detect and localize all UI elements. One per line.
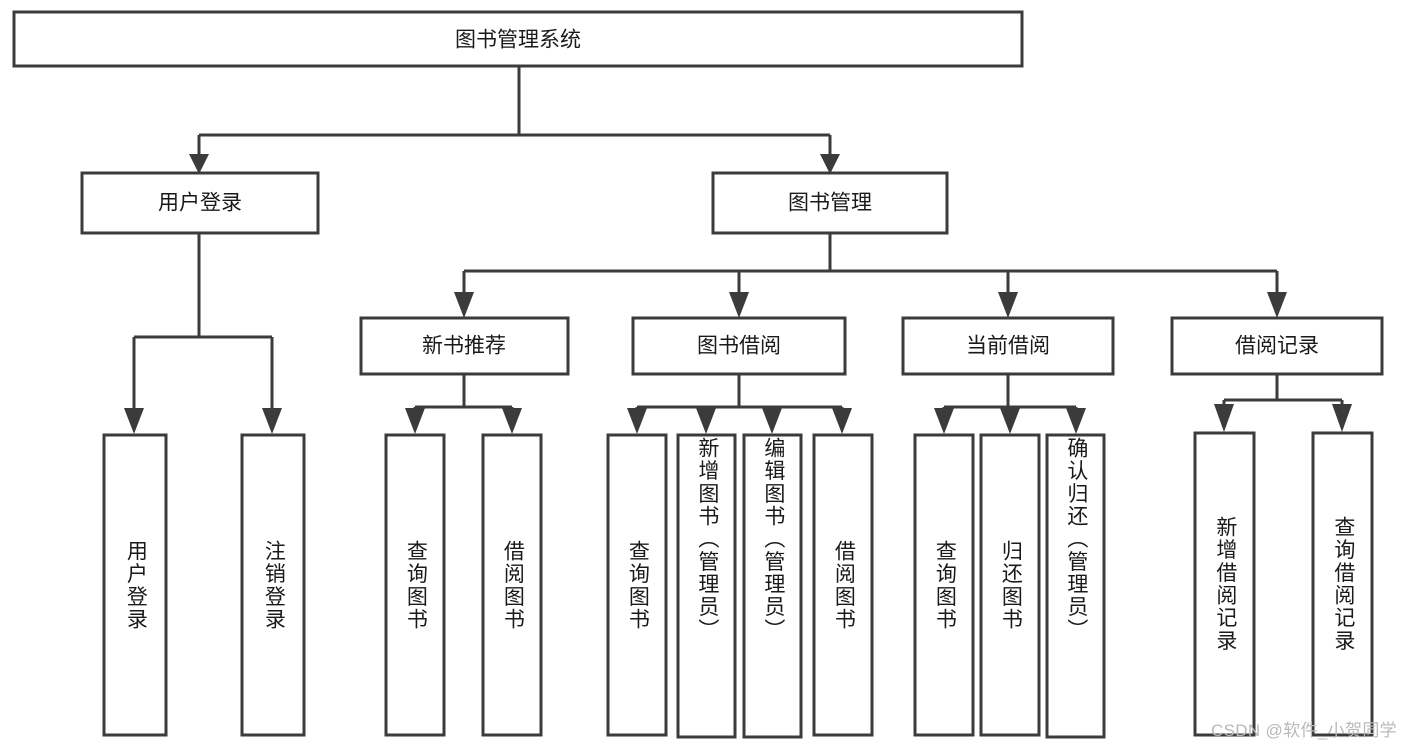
node-leaf-edit-book-box[interactable] <box>742 433 803 739</box>
node-leaf-add-record-box[interactable] <box>1193 431 1256 737</box>
arrow-head-leaf-user-login <box>124 408 144 434</box>
node-new-book-recommend-box[interactable] <box>359 316 570 376</box>
node-leaf-query-book-1-box[interactable] <box>384 433 446 737</box>
csdn-watermark: CSDN @软件_小贺同学 <box>1210 721 1397 740</box>
node-leaf-add-book-box[interactable] <box>676 433 737 739</box>
arrow-head-leaf-user-logout <box>262 408 282 434</box>
node-leaf-query-book-3-box[interactable] <box>913 433 975 737</box>
node-book-borrow[interactable]: 图书借阅 <box>631 316 847 376</box>
node-current-borrow[interactable]: 当前借阅 <box>901 316 1115 376</box>
arrow-head-leaf-add-book <box>696 408 716 434</box>
node-leaf-user-login-box[interactable] <box>102 433 168 737</box>
node-borrow-record-box[interactable] <box>1170 316 1384 376</box>
node-current-borrow-box[interactable] <box>901 316 1115 376</box>
arrow-head-leaf-query-book-2 <box>627 408 647 434</box>
node-user-login-label: 用户登录 <box>158 192 242 215</box>
node-leaf-borrow-book-2-box[interactable] <box>812 433 874 737</box>
arrow-head-new-book-recommend <box>454 292 474 318</box>
node-new-book-recommend-label: 新书推荐 <box>422 335 506 358</box>
arrow-head-leaf-add-record <box>1214 404 1234 432</box>
node-new-book-recommend[interactable]: 新书推荐 <box>359 316 570 376</box>
arrow-head-user-login <box>189 154 209 174</box>
node-leaf-borrow-book-1-box[interactable] <box>481 433 543 737</box>
node-user-login-box[interactable] <box>80 171 320 235</box>
arrow-head-leaf-return-book <box>1000 408 1020 434</box>
arrow-head-borrow-record <box>1267 292 1287 318</box>
node-root-box[interactable] <box>12 10 1024 68</box>
arrow-head-leaf-confirm-return <box>1066 408 1086 434</box>
node-leaf-confirm-return-box[interactable] <box>1045 433 1106 739</box>
node-current-borrow-label: 当前借阅 <box>966 335 1050 358</box>
node-borrow-record-label: 借阅记录 <box>1235 335 1319 358</box>
arrow-head-leaf-query-book-1 <box>405 408 425 434</box>
node-root-label: 图书管理系统 <box>455 29 581 52</box>
node-user-login[interactable]: 用户登录 <box>80 171 320 235</box>
node-book-borrow-label: 图书借阅 <box>697 335 781 358</box>
arrow-head-leaf-edit-book <box>762 408 782 434</box>
node-book-manage-box[interactable] <box>711 171 949 235</box>
arrow-head-leaf-borrow-book-2 <box>832 408 852 434</box>
node-leaf-user-logout-box[interactable] <box>240 433 306 737</box>
node-book-manage[interactable]: 图书管理 <box>711 171 949 235</box>
node-book-borrow-box[interactable] <box>631 316 847 376</box>
connector-group <box>124 66 1352 434</box>
node-book-manage-label: 图书管理 <box>788 192 872 215</box>
arrow-head-leaf-query-record <box>1332 404 1352 432</box>
arrow-head-leaf-query-book-3 <box>934 408 954 434</box>
node-leaf-query-record-box[interactable] <box>1311 431 1374 737</box>
node-leaf-query-book-2-box[interactable] <box>606 433 668 737</box>
arrow-head-leaf-borrow-book-1 <box>502 408 522 434</box>
arrow-head-book-manage <box>820 154 840 174</box>
node-borrow-record[interactable]: 借阅记录 <box>1170 316 1384 376</box>
node-root[interactable]: 图书管理系统 <box>12 10 1024 68</box>
arrow-head-current-borrow <box>998 292 1018 318</box>
arrow-head-book-borrow <box>729 292 749 318</box>
node-leaf-return-book-box[interactable] <box>979 433 1041 737</box>
